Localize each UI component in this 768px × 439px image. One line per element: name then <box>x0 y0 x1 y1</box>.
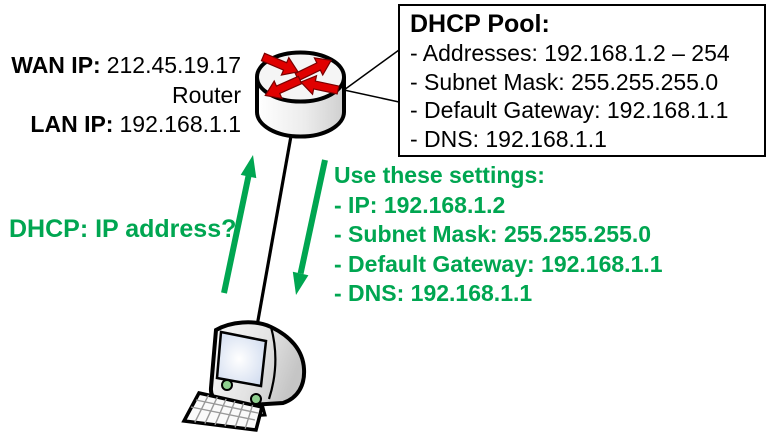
power-led-icon <box>221 379 233 391</box>
monitor-screen <box>215 330 268 388</box>
offer-item: - Subnet Mask: 255.255.255.0 <box>334 221 652 247</box>
router-arrow-out-right-icon <box>294 57 333 82</box>
wan-ip-label: WAN IP: <box>11 52 101 78</box>
dhcp-pool-item: - Subnet Mask: 255.255.255.0 <box>410 68 719 95</box>
wan-ip-value: 212.45.19.17 <box>106 52 241 78</box>
router-icon <box>255 50 346 139</box>
dhcp-request-label: DHCP: IP address? <box>9 215 237 243</box>
lan-ip-line: LAN IP:192.168.1.1 <box>0 110 241 140</box>
dhcp-pool-item: - DNS: 192.168.1.1 <box>410 125 607 152</box>
router-labels: WAN IP:212.45.19.17 Router LAN IP:192.16… <box>0 51 241 140</box>
request-arrow-head <box>240 155 257 179</box>
router-arrow-out-left-icon <box>264 75 303 100</box>
keyboard-keys <box>190 394 259 429</box>
dhcp-offer-settings: Use these settings: - IP: 192.168.1.2 - … <box>334 161 663 309</box>
offer-title: Use these settings: <box>334 162 545 188</box>
keyboard-icon <box>181 391 265 432</box>
request-arrow-shaft <box>221 175 252 294</box>
lan-ip-label: LAN IP: <box>30 111 114 137</box>
router-red-arrows <box>260 52 340 100</box>
offer-item: - IP: 192.168.1.2 <box>334 191 506 218</box>
dhcp-request-arrow-icon <box>221 155 257 294</box>
computer-icon <box>181 320 307 432</box>
lan-ip-value: 192.168.1.1 <box>119 111 241 137</box>
ethernet-link-line <box>255 135 293 327</box>
wan-ip-line: WAN IP:212.45.19.17 <box>0 51 241 81</box>
offer-arrow-shaft <box>297 159 328 275</box>
dhcp-pool-item: - Addresses: 192.168.1.2 – 254 <box>410 40 730 66</box>
dhcp-pool-item: - Default Gateway: 192.168.1.1 <box>410 97 729 123</box>
callout-tail <box>343 49 400 103</box>
offer-arrow-head <box>292 271 309 295</box>
dhcp-pool-callout: DHCP Pool: - Addresses: 192.168.1.2 – 25… <box>398 4 766 157</box>
offer-item: - Default Gateway: 192.168.1.1 <box>334 250 663 277</box>
router-arrow-in-left-icon <box>260 52 299 76</box>
offer-item: - DNS: 192.168.1.1 <box>334 280 533 306</box>
router-arrow-in-right-icon <box>299 74 340 96</box>
dhcp-offer-arrow-icon <box>292 159 328 295</box>
callout-tail-upper-line <box>343 49 400 91</box>
monitor-bezel-edge <box>267 326 277 400</box>
callout-tail-lower-line <box>343 89 400 103</box>
power-led2-icon <box>250 393 262 405</box>
router-title: Router <box>171 81 241 108</box>
dhcp-pool-title: DHCP Pool: <box>410 10 550 38</box>
